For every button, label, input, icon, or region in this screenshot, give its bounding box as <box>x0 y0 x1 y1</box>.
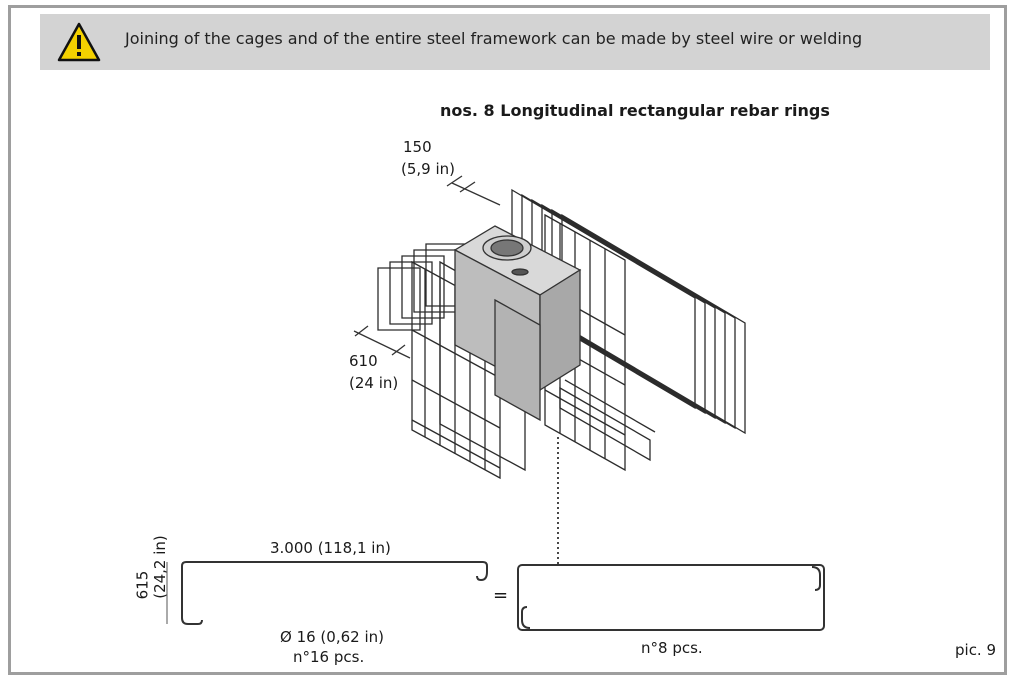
side-dim-in: (24 in) <box>349 374 399 392</box>
warning-notice: Joining of the cages and of the entire s… <box>40 14 990 70</box>
warning-triangle-icon <box>57 22 101 62</box>
pic-label: pic. 9 <box>955 641 997 659</box>
bar-profile <box>181 561 488 625</box>
side-dim-mm: 610 <box>349 352 378 370</box>
figure-title: nos. 8 Longitudinal rectangular rebar ri… <box>440 101 830 120</box>
junction-box <box>453 225 582 422</box>
top-dim-in: (5,9 in) <box>401 160 456 178</box>
top-dim-mm: 150 <box>403 138 432 156</box>
side-dimension-line <box>353 325 411 359</box>
bar-diameter-label: Ø 16 (0,62 in) <box>280 628 384 646</box>
notice-text: Joining of the cages and of the entire s… <box>125 29 863 48</box>
equals-sign: = <box>493 585 509 606</box>
top-dimension-line <box>446 175 501 206</box>
bar-length-label: 3.000 (118,1 in) <box>270 539 391 557</box>
bar-count-label: n°16 pcs. <box>293 648 365 666</box>
ring-profile <box>517 564 825 631</box>
ring-count-label: n°8 pcs. <box>641 639 703 657</box>
